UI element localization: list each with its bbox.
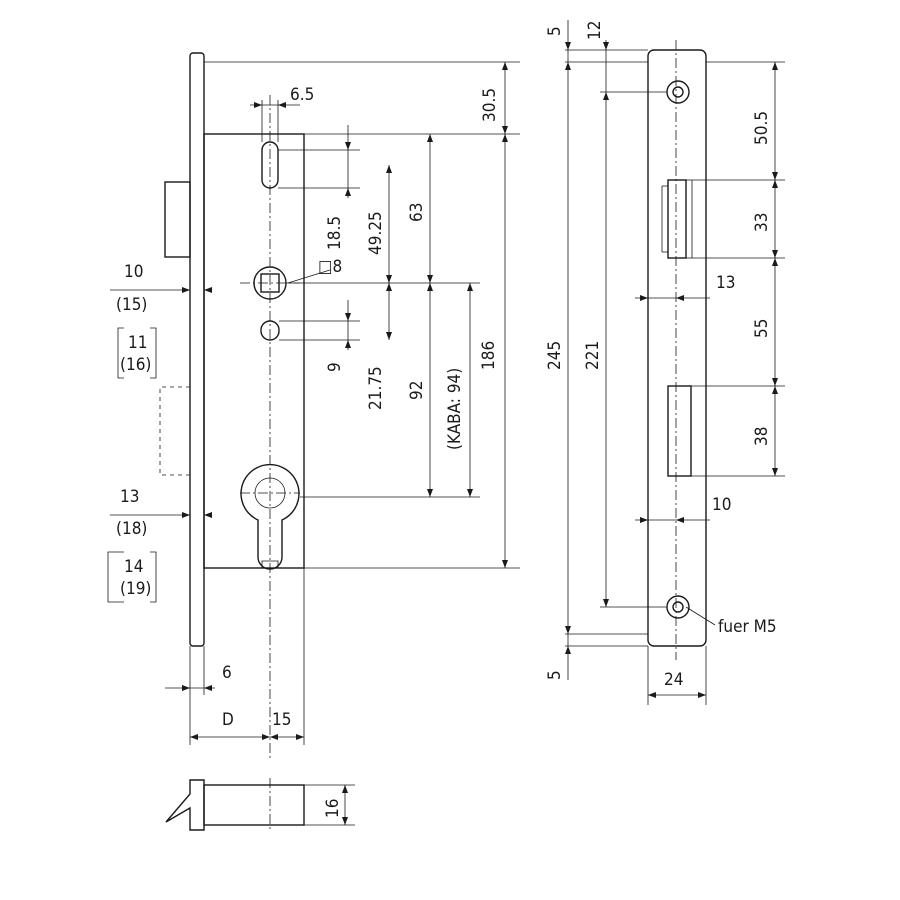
arrowheads-right (565, 42, 778, 698)
label-16-paren: (16) (120, 355, 151, 375)
faceplate (189, 52, 205, 647)
label-5-top: 5 (545, 26, 565, 36)
label-12: 12 (585, 21, 605, 40)
cross-section-view (165, 778, 305, 832)
label-6: 6 (222, 663, 232, 683)
strike-plate (647, 49, 707, 647)
label-21-75: 21.75 (366, 366, 386, 410)
arrowheads-left (182, 62, 508, 825)
label-50-5: 50.5 (752, 111, 772, 145)
label-38: 38 (752, 427, 772, 446)
labels-left: 6.5 30.5 18.5 49.25 63 □8 10 (15) 11 (16… (116, 85, 500, 818)
label-92: 92 (407, 381, 427, 400)
label-D: D (222, 710, 234, 730)
label-10: 10 (124, 262, 143, 282)
label-15-paren: (15) (116, 295, 147, 315)
label-square-8: □8 (318, 257, 342, 277)
strike-plate-view (647, 40, 707, 660)
latch-bolt (164, 181, 191, 258)
screw-slot (260, 320, 280, 341)
label-6-5: 6.5 (290, 85, 314, 105)
label-16: 16 (323, 799, 343, 818)
label-245: 245 (545, 341, 565, 370)
label-10-right: 10 (712, 495, 731, 515)
label-kaba-94: (KABA: 94) (445, 368, 465, 450)
label-221: 221 (583, 341, 603, 370)
label-5-bottom: 5 (545, 670, 565, 680)
label-186: 186 (479, 341, 499, 370)
lock-body-view (159, 52, 305, 760)
extension-lines-right (565, 49, 785, 705)
label-49-25: 49.25 (366, 211, 386, 255)
label-33: 33 (752, 213, 772, 232)
follower-slot (261, 141, 279, 189)
label-63: 63 (407, 203, 427, 222)
label-18-5: 18.5 (325, 216, 345, 250)
lock-case (203, 133, 305, 569)
bolt-pocket (667, 385, 692, 477)
label-11: 11 (128, 333, 147, 353)
label-19-paren: (19) (120, 579, 151, 599)
label-13: 13 (120, 487, 139, 507)
label-9: 9 (325, 362, 345, 372)
label-18-paren: (18) (116, 519, 147, 539)
latch-pocket (667, 179, 687, 259)
labels-right: 5 12 245 221 5 50.5 33 13 55 38 10 fuer … (545, 21, 777, 690)
label-30-5: 30.5 (480, 88, 500, 122)
label-14: 14 (124, 557, 143, 577)
label-15: 15 (272, 710, 291, 730)
label-24: 24 (664, 670, 683, 690)
label-13-right: 13 (716, 273, 735, 293)
extension-lines (189, 61, 520, 826)
deadbolt-outline (159, 386, 190, 476)
cylinder-profile (240, 463, 300, 570)
label-55: 55 (752, 319, 772, 338)
label-fuer-m5: fuer M5 (718, 617, 777, 637)
